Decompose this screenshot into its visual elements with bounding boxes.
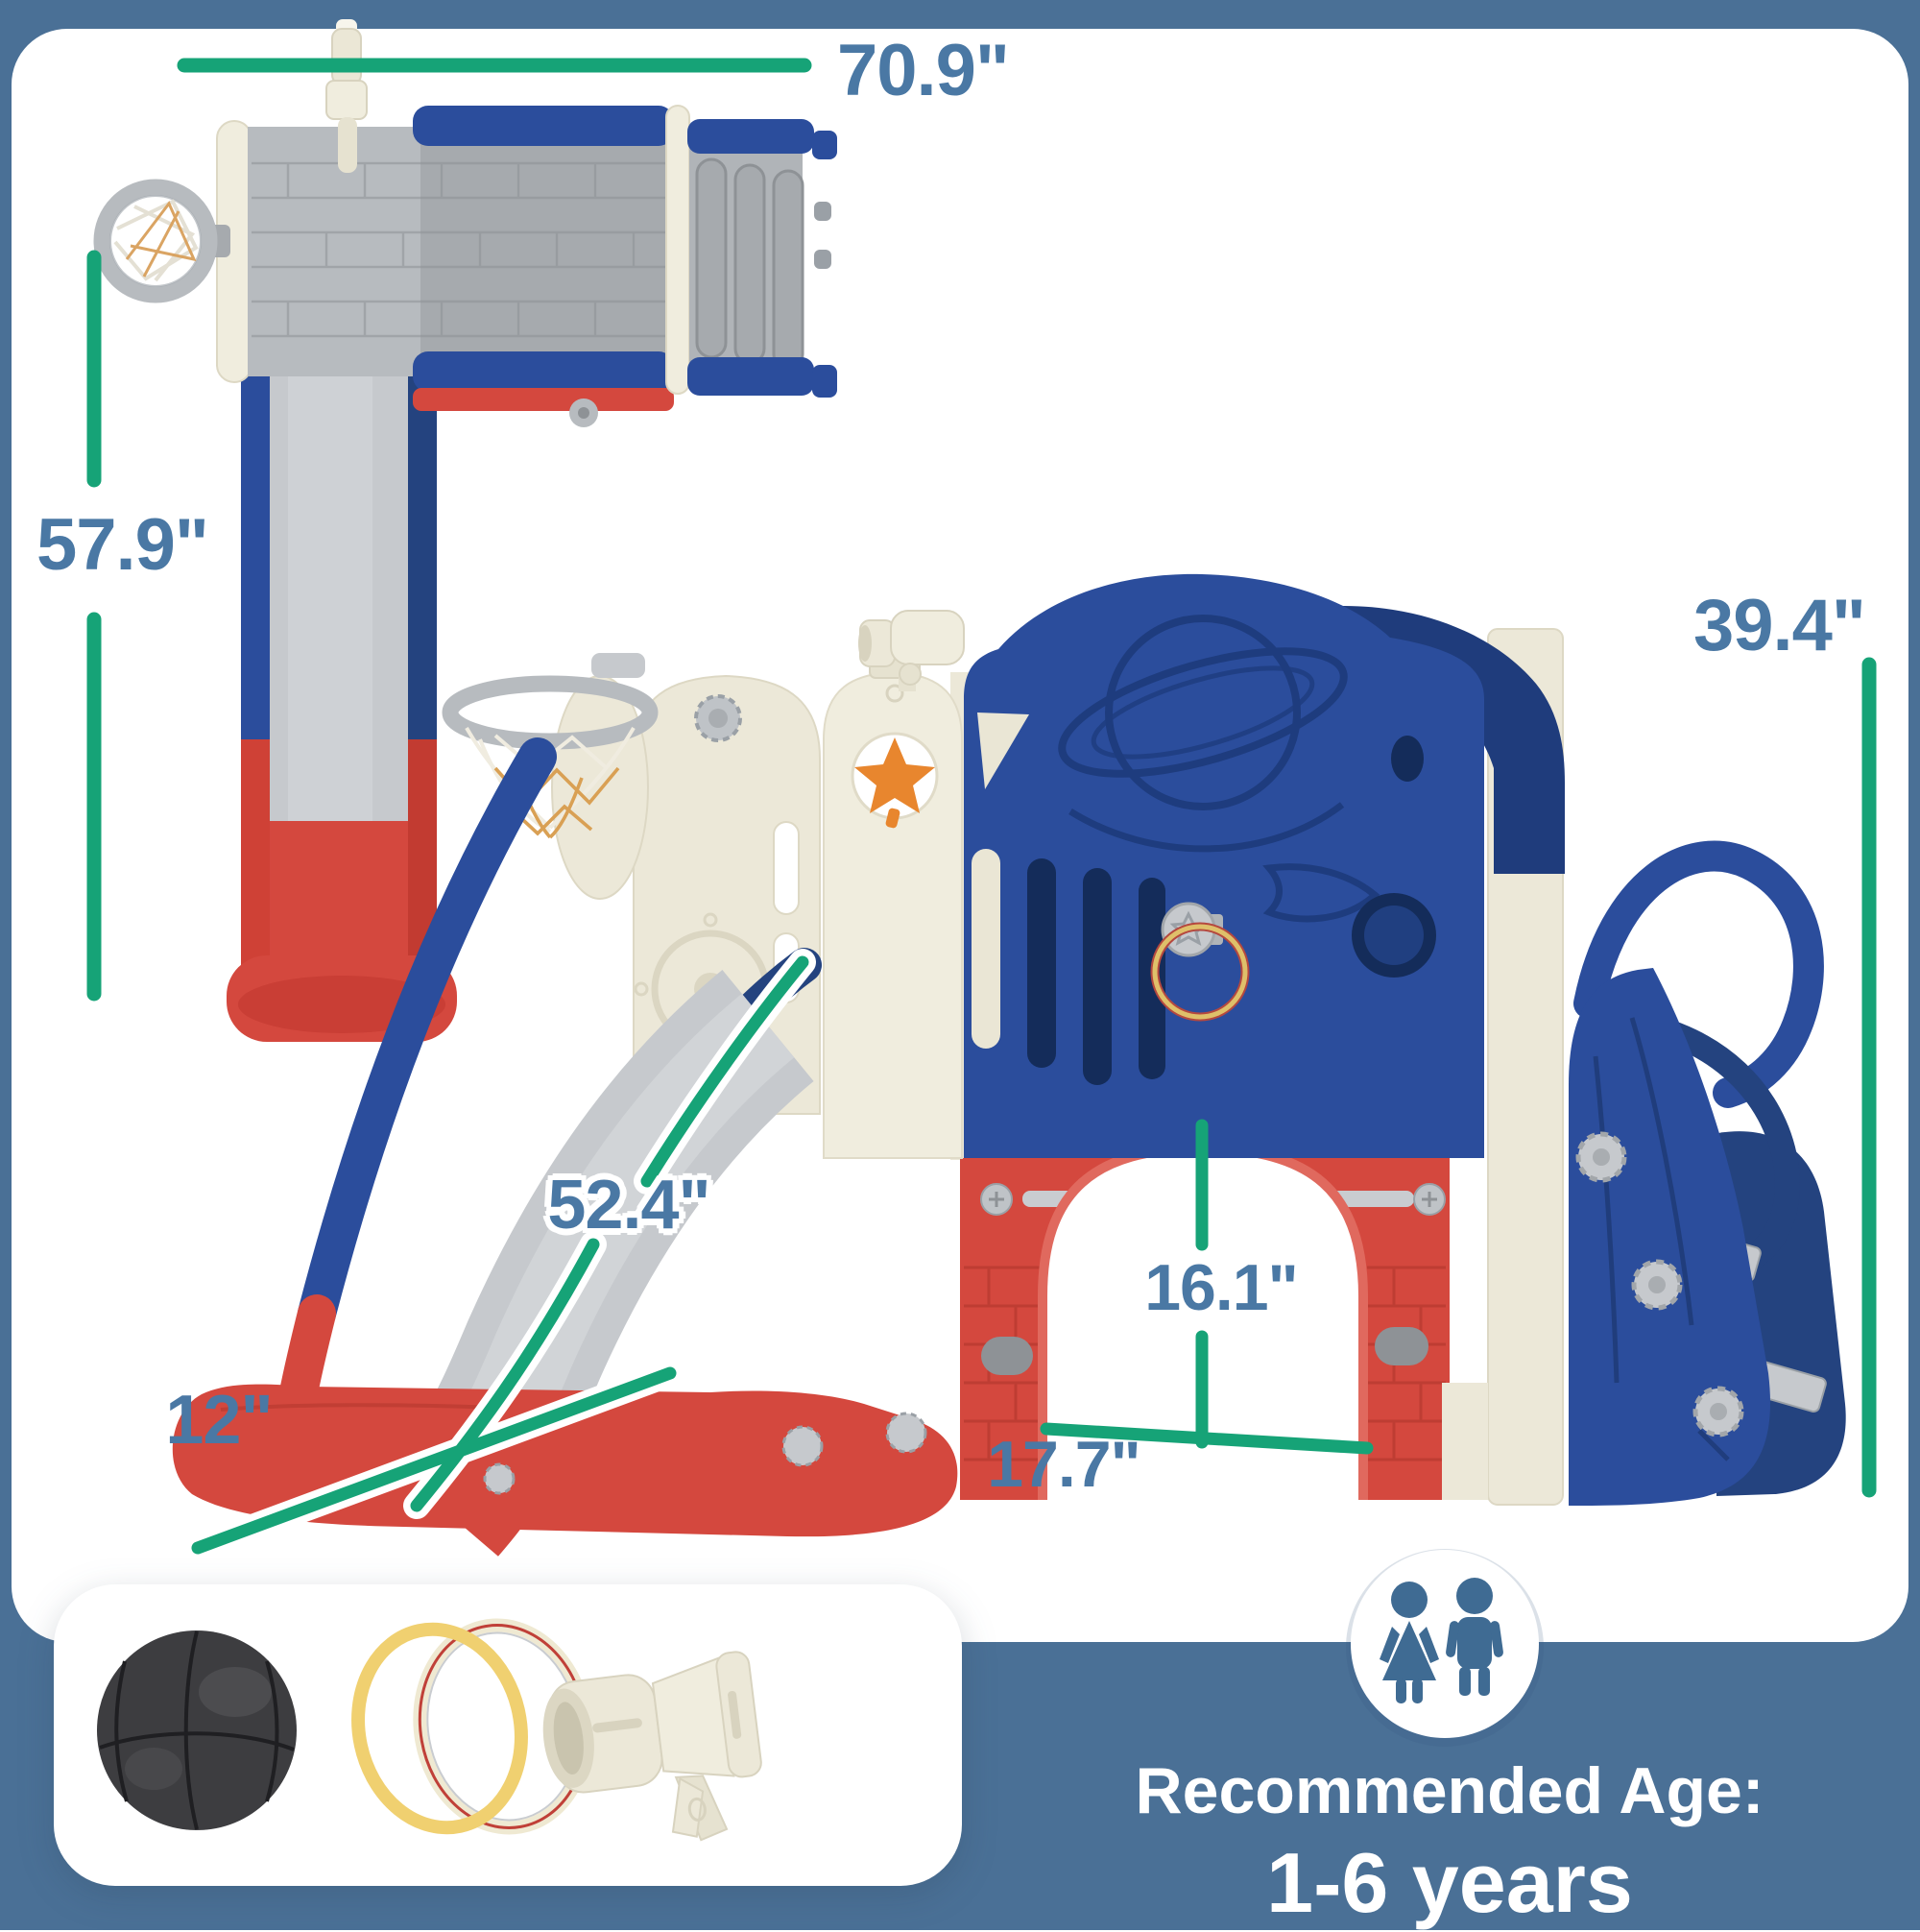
accessories-box — [54, 1584, 962, 1886]
stairs-top — [687, 119, 837, 398]
age-recommendation-value: 1-6 years — [1266, 1835, 1633, 1930]
arch-doorway — [1043, 1148, 1363, 1500]
slide-length-dim-line — [640, 955, 809, 1188]
age-recommendation: Recommended Age: 1-6 years — [1018, 1753, 1882, 1932]
arch-width-label: 17.7" — [987, 1428, 1141, 1501]
overall-depth-label: 57.9" — [36, 504, 209, 586]
orange-star — [854, 737, 935, 813]
arch-height-label: 16.1" — [1144, 1251, 1299, 1324]
slide-width-label: 12" — [165, 1382, 273, 1459]
staircase — [1569, 840, 1846, 1506]
saturn-emboss — [1058, 615, 1348, 853]
age-badge — [1346, 1549, 1544, 1747]
crescent-emboss — [1262, 863, 1380, 923]
playhouse-upper-panel — [964, 573, 1484, 1158]
telescope-icon — [542, 1651, 762, 1842]
basketball-hoop-top — [93, 179, 230, 303]
telescope-front — [858, 610, 965, 691]
overall-height-label: 39.4" — [1693, 585, 1866, 666]
top-view — [93, 19, 837, 1042]
overall-width-label: 70.9" — [837, 30, 1010, 111]
slide-width-dim-line — [191, 1366, 677, 1555]
arch-width-dim-line — [1040, 1422, 1374, 1455]
basketball-hoop-front — [442, 653, 659, 900]
children-icon — [1380, 1578, 1503, 1703]
star-knob-ring — [1150, 902, 1250, 1022]
star-panel — [823, 656, 963, 1159]
age-recommendation-heading: Recommended Age: — [1135, 1754, 1764, 1827]
basketball-icon — [97, 1630, 297, 1830]
slide-length-label: 52.4" — [547, 1167, 710, 1244]
dimension-lines — [86, 58, 1877, 1561]
stair-knobs — [1575, 1131, 1744, 1437]
